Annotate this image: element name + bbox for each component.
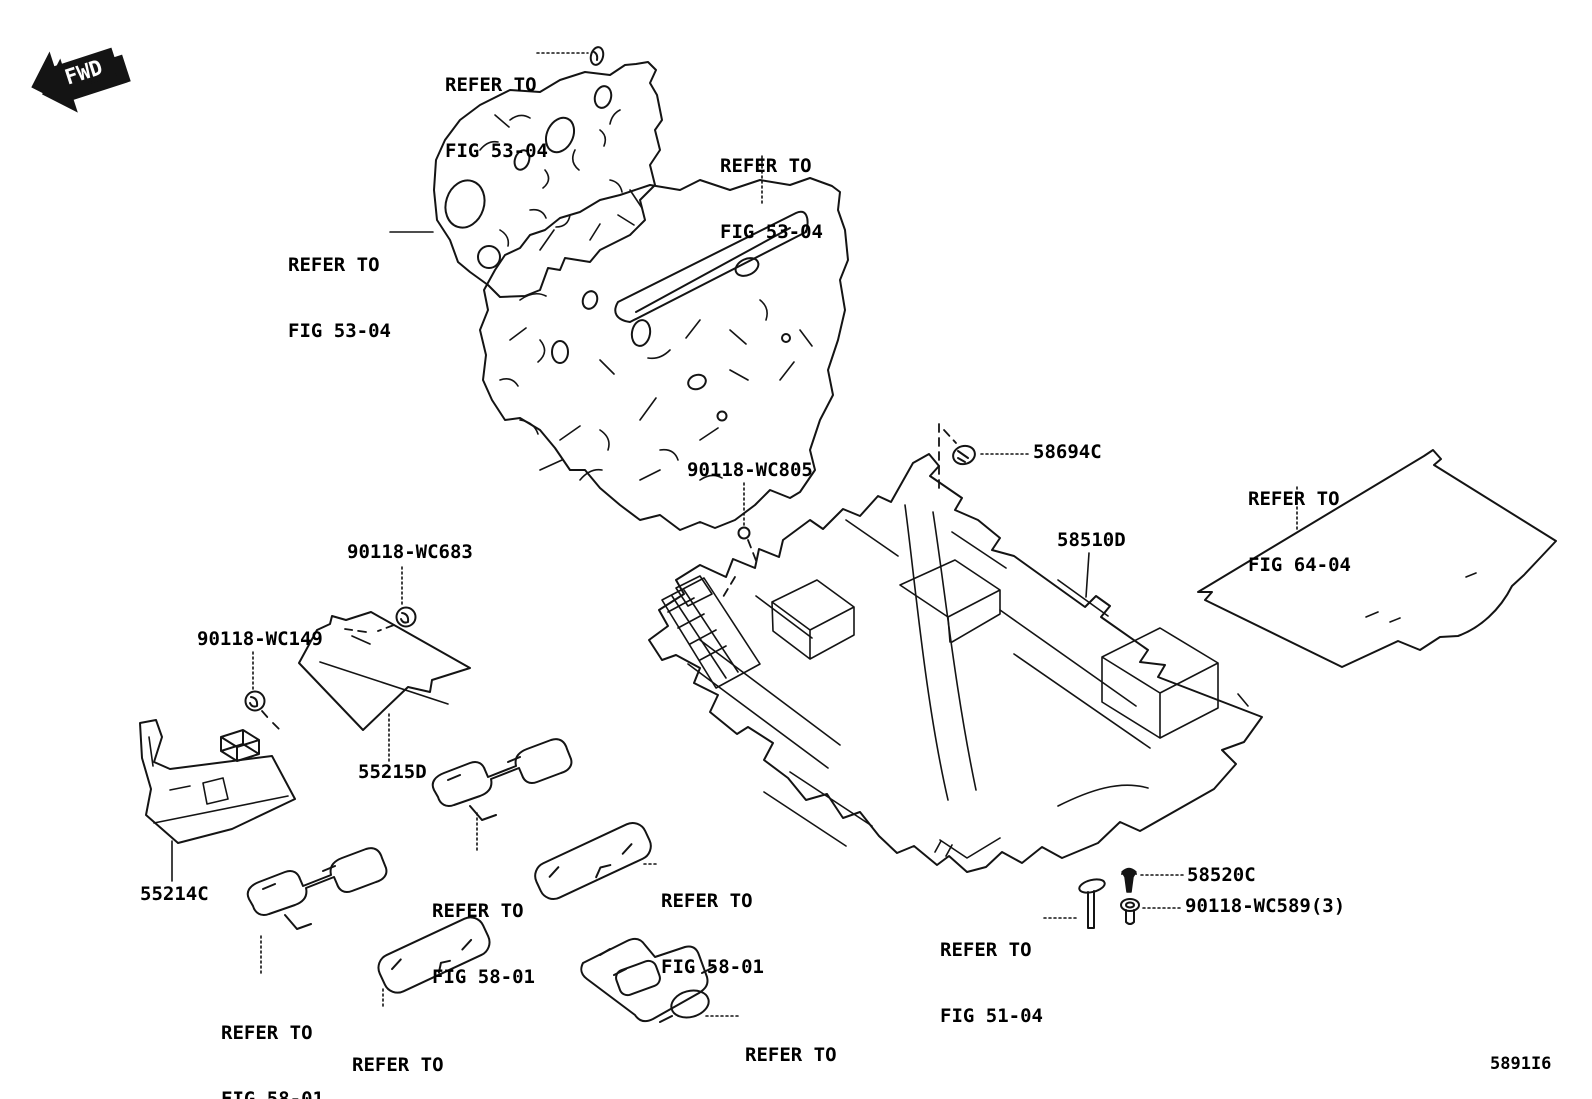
ref-fig-58-01-label-a[interactable]: REFER TO FIG 58-01 xyxy=(432,856,535,1032)
hidden-line-wc805 xyxy=(722,539,758,598)
pedal-bracket-hatched xyxy=(661,575,761,689)
hidden-line-wc683 xyxy=(344,624,395,633)
leader-58510d xyxy=(1085,552,1090,598)
part-label-90118-wc589[interactable]: 90118-WC589(3) xyxy=(1185,895,1346,917)
part-label-55214c[interactable]: 55214C xyxy=(140,883,209,905)
ref-fig-58-01-label-d[interactable]: REFER TO FIG 58-01 xyxy=(352,1010,455,1099)
ref-line: FIG 51-04 xyxy=(940,1005,1043,1027)
ref-line: FIG 58-01 xyxy=(432,966,535,988)
ref-line: REFER TO xyxy=(661,890,753,912)
clip-90118-wc683-icon[interactable] xyxy=(395,606,417,628)
ref-fig-64-04-label[interactable]: REFER TO FIG 64-04 xyxy=(1248,444,1351,620)
ref-line: REFER TO xyxy=(1248,488,1340,510)
ref-line: FIG 53-04 xyxy=(288,320,391,342)
hidden-line-wc149 xyxy=(261,710,280,730)
ref-line: FIG 53-04 xyxy=(445,140,548,162)
ref-line: REFER TO xyxy=(940,939,1032,961)
part-label-58520c[interactable]: 58520C xyxy=(1187,864,1256,886)
floor-mat-piece-b[interactable] xyxy=(531,818,656,903)
ref-fig-53-04-label-b[interactable]: REFER TO FIG 53-04 xyxy=(288,210,391,386)
fwd-arrow-icon: FWD xyxy=(31,47,131,113)
floor-mat-piece-d[interactable] xyxy=(374,913,494,997)
part-label-90118-wc683[interactable]: 90118-WC683 xyxy=(347,541,473,563)
clip-58694c-icon[interactable] xyxy=(951,443,977,466)
mounting-bracket-wc149[interactable] xyxy=(220,729,260,762)
insulator-inner-detail-lines xyxy=(499,292,813,481)
ref-line: REFER TO xyxy=(745,1044,837,1066)
ref-line: FIG 53-04 xyxy=(720,221,823,243)
floor-mat-piece-a[interactable] xyxy=(431,738,573,821)
ref-fig-58-01-label-c[interactable]: REFER TO FIG 58-01 xyxy=(221,978,324,1099)
diagram-code: 5891I6 xyxy=(1490,1054,1552,1074)
ref-line: REFER TO xyxy=(720,155,812,177)
front-floor-carpet-58510d[interactable] xyxy=(648,453,1263,873)
ref-line: FIG 64-04 xyxy=(1248,554,1351,576)
dash-panel-insulator-inner[interactable] xyxy=(479,177,849,531)
carpet-detail-lines xyxy=(687,504,1249,859)
ref-line: REFER TO xyxy=(221,1022,313,1044)
ref-fig-51-04-label[interactable]: REFER TO FIG 51-04 xyxy=(940,895,1043,1071)
screw-90118-wc805-icon[interactable] xyxy=(737,526,751,540)
rear-floor-mat-fig-64-04[interactable] xyxy=(1197,449,1557,668)
silencer-55214c-details xyxy=(148,736,289,824)
silencer-55215d-fold-line xyxy=(319,635,449,705)
grommet-90118-wc589-icon[interactable] xyxy=(1120,898,1140,925)
leader-lines xyxy=(171,52,1298,1017)
ref-line: FIG 58-01 xyxy=(661,956,764,978)
dash-panel-insulator-outer[interactable] xyxy=(433,61,663,298)
ref-line: REFER TO xyxy=(352,1054,444,1076)
ref-fig-58-01-label-e[interactable]: REFER TO FIG 58-01 xyxy=(745,1000,848,1099)
hidden-line-58694c xyxy=(938,423,957,493)
part-label-55215d[interactable]: 55215D xyxy=(358,761,427,783)
ref-line: REFER TO xyxy=(445,74,537,96)
floor-silencer-55215d[interactable] xyxy=(298,611,471,731)
floor-silencer-55214c[interactable] xyxy=(139,719,296,844)
ref-line: REFER TO xyxy=(288,254,380,276)
floor-mat-piece-e[interactable] xyxy=(580,937,715,1023)
clip-fig53-icon[interactable] xyxy=(589,46,605,66)
part-label-90118-wc805[interactable]: 90118-WC805 xyxy=(687,459,813,481)
part-label-90118-wc149[interactable]: 90118-WC149 xyxy=(197,628,323,650)
ref-fig-53-04-label-a[interactable]: REFER TO FIG 53-04 xyxy=(445,30,548,206)
ref-line: REFER TO xyxy=(432,900,524,922)
insulator-outer-detail-lines xyxy=(479,109,643,251)
pin-fig51-icon[interactable] xyxy=(1078,877,1106,929)
floor-mat-piece-c[interactable] xyxy=(246,847,388,930)
part-label-58510d[interactable]: 58510D xyxy=(1057,529,1126,551)
part-label-58694c[interactable]: 58694C xyxy=(1033,441,1102,463)
ref-fig-58-01-label-b[interactable]: REFER TO FIG 58-01 xyxy=(661,846,764,1022)
clip-90118-wc149-icon[interactable] xyxy=(244,690,266,712)
screw-58520c-icon[interactable] xyxy=(1121,867,1137,893)
ref-line: FIG 58-01 xyxy=(221,1088,324,1099)
ref-fig-53-04-label-c[interactable]: REFER TO FIG 53-04 xyxy=(720,111,823,287)
rear-mat-detail-marks xyxy=(1365,572,1477,623)
